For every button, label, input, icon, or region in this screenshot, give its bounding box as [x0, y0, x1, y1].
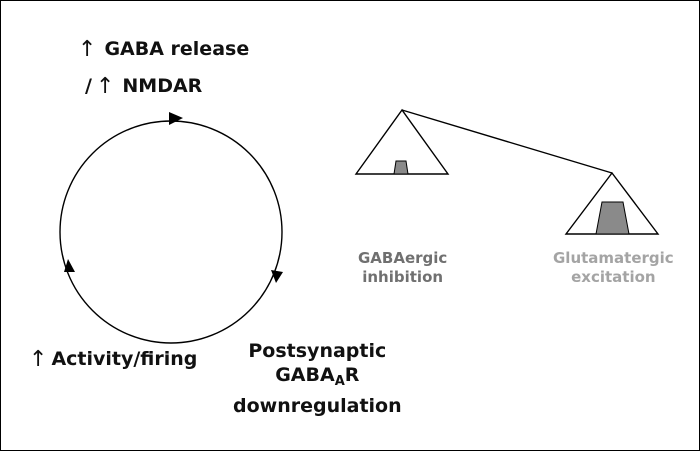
up-arrow-icon: ↑ [29, 347, 48, 372]
nmdar-label: /↑NMDAR [85, 74, 203, 99]
glutamatergic-excitation-label: Glutamatergic excitation [553, 249, 674, 286]
glutamate-weight [595, 201, 630, 235]
gaba-weight [393, 160, 409, 175]
up-arrow-icon: ↑ [78, 37, 97, 62]
postsynaptic-downregulation-label: Postsynaptic GABAAR downregulation [233, 340, 402, 417]
cycle-arrowhead-left [64, 259, 75, 272]
gabaergic-inhibition-label: GABAergic inhibition [358, 249, 448, 286]
up-arrow-icon: ↑ [95, 74, 115, 99]
cycle-arrowhead-right [271, 270, 283, 283]
activity-firing-label: ↑Activity/firing [29, 347, 198, 372]
cycle-arrowhead-top [169, 112, 183, 125]
gaba-release-label: ↑GABA release [78, 37, 250, 62]
feedback-cycle [59, 120, 283, 344]
balance-beam [401, 109, 613, 174]
